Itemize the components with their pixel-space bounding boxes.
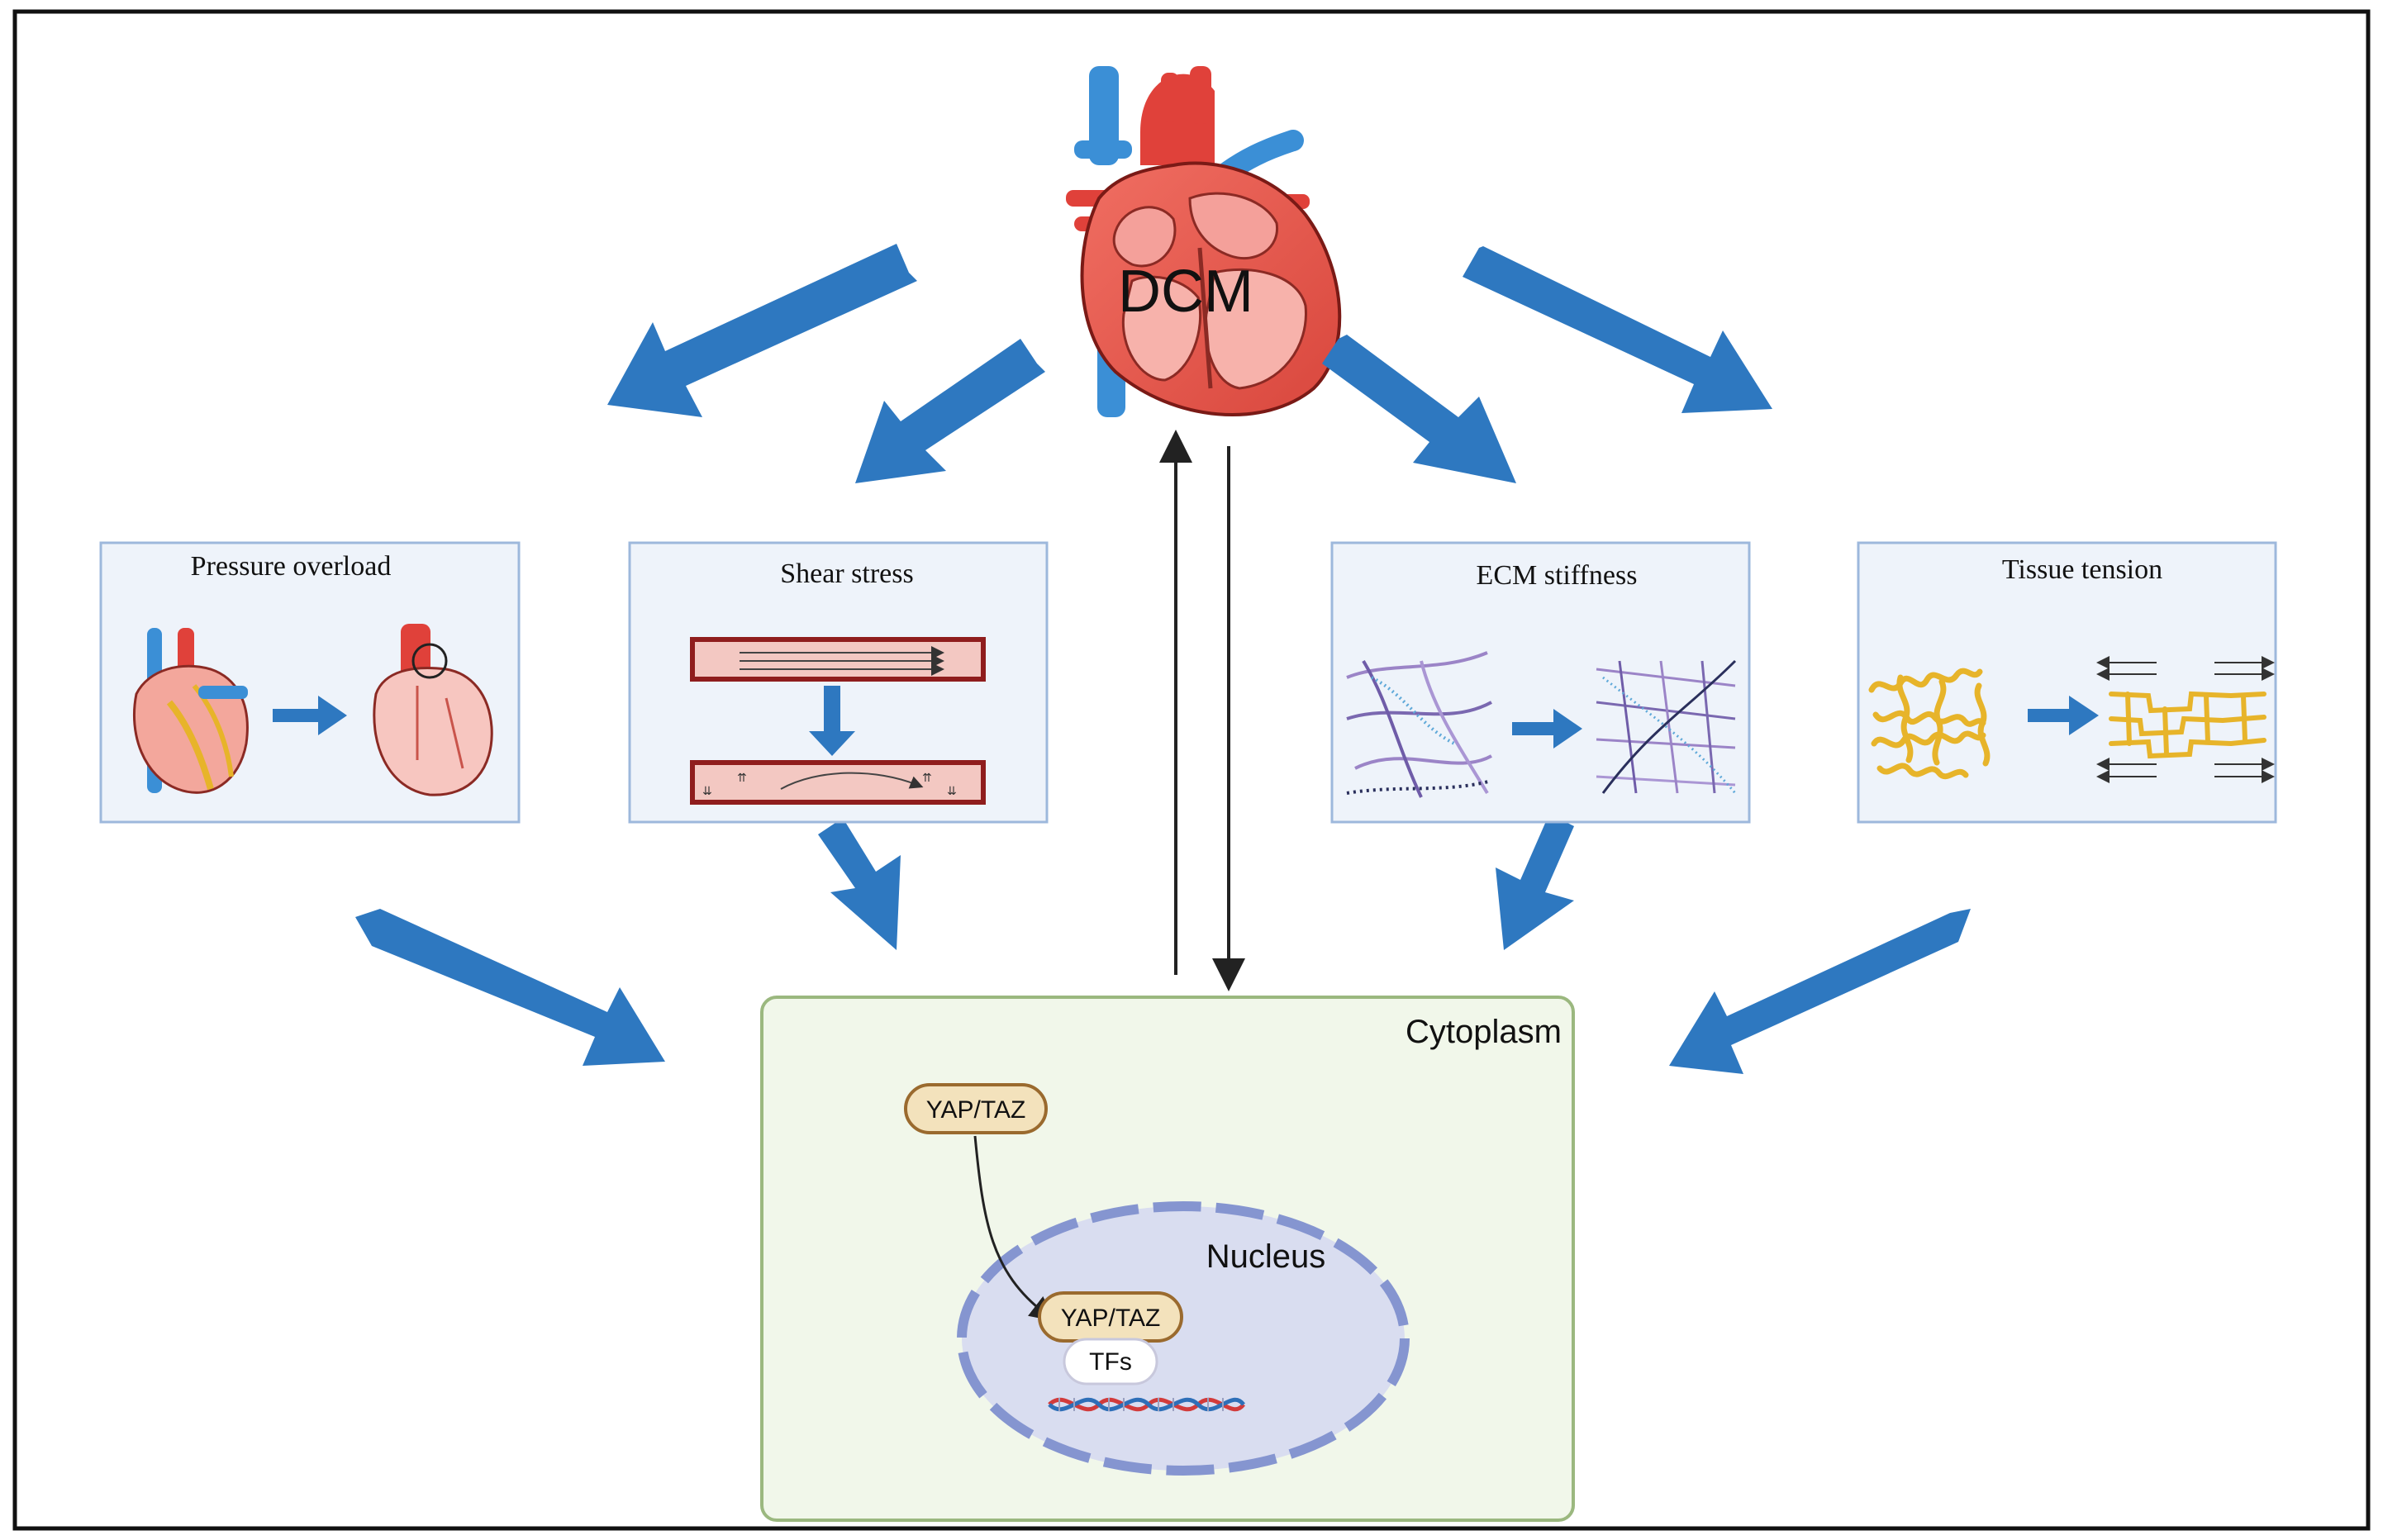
tfs-label: TFs xyxy=(1089,1348,1132,1376)
vessel-laminar-icon xyxy=(690,637,986,682)
normal-heart-icon xyxy=(132,628,249,794)
arrow-to-pressure xyxy=(607,244,917,417)
arrow-from-ecm xyxy=(1496,814,1574,950)
arrow-from-pressure xyxy=(355,909,665,1066)
hypertrophic-heart-icon xyxy=(373,624,493,796)
arrow-to-shear xyxy=(855,339,1045,483)
loose-matrix-icon xyxy=(1346,651,1492,798)
yap-taz-cytoplasm-label: YAP/TAZ xyxy=(926,1096,1026,1124)
svg-text:⇈: ⇈ xyxy=(737,771,747,784)
transition-arrow xyxy=(1512,709,1582,749)
figure-frame xyxy=(12,9,2371,1531)
blue-arrows xyxy=(355,244,1971,1074)
panel-shear-stress: Shear stress ⇊ ⇈ ⇈ ⇊ xyxy=(628,541,1049,824)
yap-taz-cytoplasm xyxy=(904,1083,1048,1134)
arrow-to-tension xyxy=(1463,246,1772,413)
panel-tissue-tension: Tissue tension xyxy=(1857,541,2277,824)
yap-taz-nucleus-label: YAP/TAZ xyxy=(1061,1305,1161,1332)
transition-arrow xyxy=(273,696,347,735)
svg-text:⇊: ⇊ xyxy=(702,784,712,797)
panel-title: Tissue tension xyxy=(2002,554,2162,585)
svg-text:⇈: ⇈ xyxy=(922,771,932,784)
vessel-turbulent-icon: ⇊ ⇈ ⇈ ⇊ xyxy=(690,760,986,805)
panel-ecm-stiffness: ECM stiffness xyxy=(1330,541,1751,824)
panel-pressure-overload: Pressure overload xyxy=(99,541,521,824)
dna-icon xyxy=(1048,1397,1245,1412)
svg-text:⇊: ⇊ xyxy=(947,784,957,797)
cytoplasm-label: Cytoplasm xyxy=(1406,1014,1562,1050)
arrow-from-tension xyxy=(1669,909,1971,1074)
transition-arrow xyxy=(2028,696,2099,735)
panel-title: Pressure overload xyxy=(191,551,392,582)
arrow-from-shear xyxy=(818,818,901,950)
stiff-matrix-icon xyxy=(1596,659,1737,794)
stretched-fibers-icon xyxy=(2096,656,2275,783)
tfs-pill xyxy=(1063,1338,1158,1386)
translocation-arrow xyxy=(973,1135,1055,1322)
heart-icon xyxy=(1066,66,1342,417)
down-arrow xyxy=(809,686,855,756)
panel-title: ECM stiffness xyxy=(1477,560,1638,591)
cell-diagram: Cytoplasm Nucleus YAP/TAZ YAP/TAZ TFs xyxy=(760,996,1575,1522)
nuclear-envelope xyxy=(957,1201,1410,1476)
relaxed-fibers-icon xyxy=(1868,668,1991,780)
panel-title: Shear stress xyxy=(780,558,913,589)
arrow-to-ecm xyxy=(1322,335,1516,483)
dcm-label: DCM xyxy=(1118,259,1253,325)
nucleus-label: Nucleus xyxy=(1206,1238,1326,1275)
